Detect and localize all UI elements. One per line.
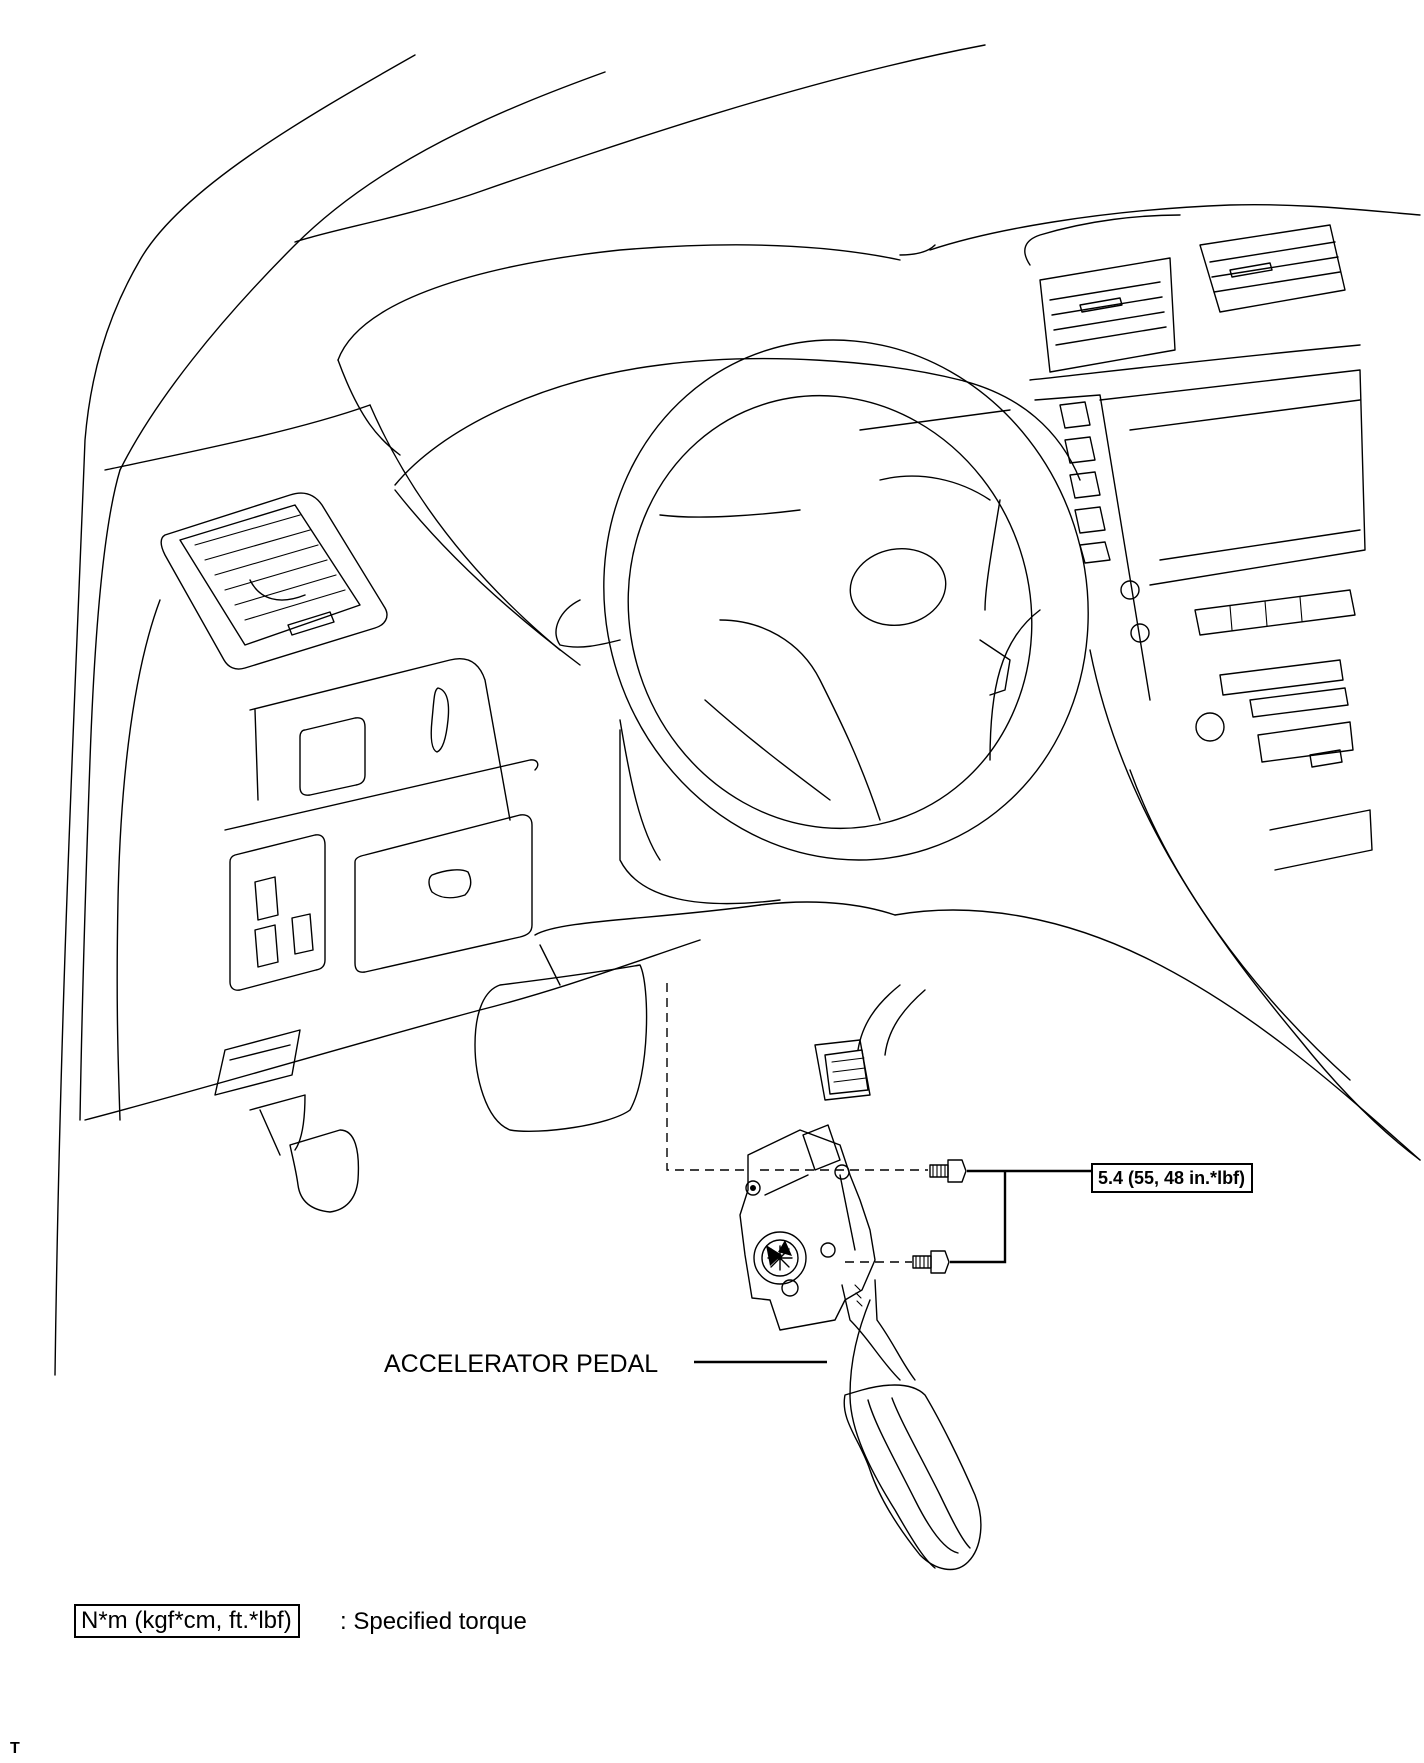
pedal-connector [814, 984, 926, 1101]
lower-dash-outline [249, 719, 1421, 1213]
accelerator-pedal-part [739, 1124, 982, 1571]
steering-wheel [555, 339, 1089, 905]
torque-spec-box: 5.4 (55, 48 in.*lbf) [1091, 1163, 1254, 1193]
lower-left-panel [84, 658, 701, 1121]
center-console [1024, 214, 1373, 871]
corner-mark: T [10, 1740, 20, 1757]
dashboard-contour [104, 203, 1421, 1161]
torque-leader-line [950, 1169, 1091, 1264]
bolt-lower [912, 1250, 950, 1274]
legend-unit-box: N*m (kgf*cm, ft.*lbf) [74, 1604, 300, 1638]
accelerator-pedal-label: ACCELERATOR PEDAL [384, 1350, 659, 1378]
assembly-guide-lines [666, 983, 928, 1263]
legend-description: : Specified torque [340, 1608, 527, 1635]
instrument-hood [394, 357, 1081, 486]
a-pillar-outline [54, 44, 986, 1376]
bolt-upper [929, 1159, 967, 1183]
left-air-vent [160, 492, 388, 670]
